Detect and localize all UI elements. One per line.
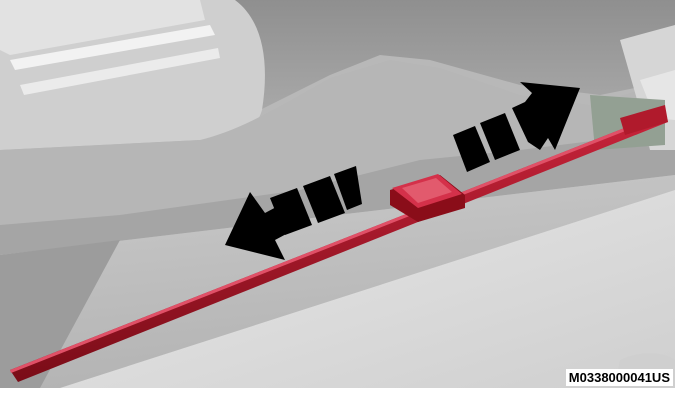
figure-reference-code: M0338000041US xyxy=(566,369,673,386)
